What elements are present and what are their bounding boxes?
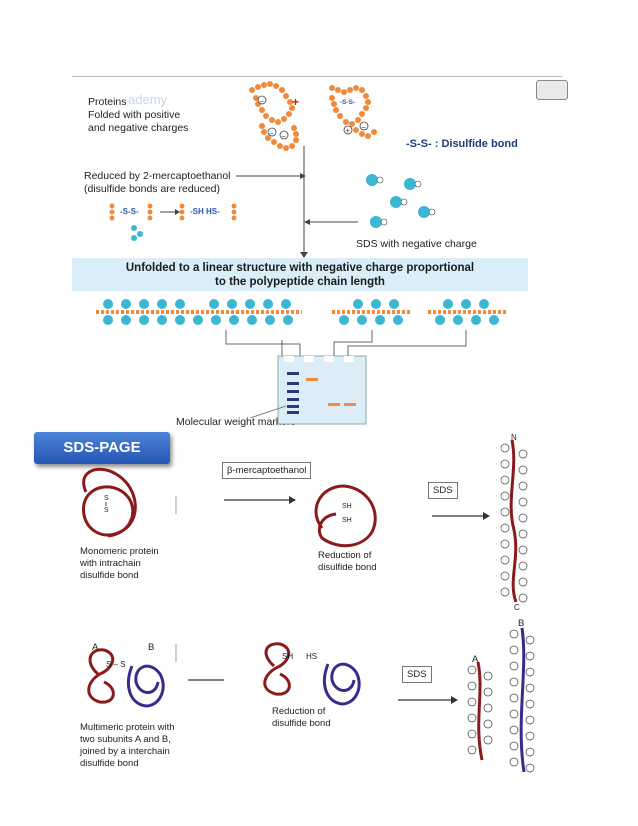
banner-line-1: Unfolded to a linear structure with nega… <box>125 262 475 274</box>
sds-linear-chain-monomer <box>509 439 518 603</box>
sds-label: SDS with negative charge <box>356 238 477 250</box>
monomer-label-1: Monomeric protein <box>80 546 159 557</box>
bottom-diagram-graphics: S S SH SH N C <box>82 433 535 773</box>
top-diagram-graphics: + – – – -S-S- + – <box>96 81 506 425</box>
subunit-a-coil <box>87 648 115 704</box>
reduction-right-text: -SH HS- <box>190 207 220 216</box>
beta-mercaptoethanol-callout: β-mercaptoethanol <box>222 462 312 479</box>
watermark-text: ademy <box>128 92 168 107</box>
reduction-label-1: Reduction of <box>318 550 372 561</box>
end-c-label: C <box>514 603 520 612</box>
sds-charges-b <box>509 629 535 773</box>
reduced-sh-left: SH <box>282 652 294 661</box>
subunit-b-coil <box>127 664 165 708</box>
multimer-label-3: joined by a interchain <box>80 746 170 757</box>
subunit-a-label: A <box>92 642 99 653</box>
reduction-label-multi-1: Reduction of <box>272 706 326 717</box>
folded-protein-2 <box>329 85 377 139</box>
monomer-label-3: disulfide bond <box>80 570 139 581</box>
sds-charges-a <box>467 665 493 755</box>
reduction-left-text: -S-S- <box>120 207 139 216</box>
reduced-subunit-a <box>263 642 291 696</box>
chain-b-label: B <box>518 618 525 629</box>
reduction-label-multi-2: disulfide bond <box>272 718 331 729</box>
multimer-label-2: two subunits A and B, <box>80 734 171 745</box>
reduced-sh-1: SH <box>342 503 352 510</box>
plus-charge-icon: + <box>292 95 299 109</box>
banner-line-2: to the polypeptide chain length <box>215 276 385 288</box>
proteins-label-2: Folded with positive <box>88 109 181 121</box>
reduced-label-1: Reduced by 2-mercaptoethanol <box>84 170 231 182</box>
folded-protein-1 <box>249 81 299 151</box>
monomer-protein-coil <box>82 467 137 538</box>
chain-a-label: A <box>472 654 479 665</box>
reduced-hs-right: HS <box>306 652 318 661</box>
mercaptoethanol-icon <box>131 225 143 241</box>
sds-charges-monomer <box>500 443 528 603</box>
markers-label: Molecular weight markers <box>176 416 296 428</box>
gel-box <box>277 355 367 425</box>
svg-text:–: – <box>260 98 264 105</box>
reduction-label-2: disulfide bond <box>318 562 377 573</box>
subunit-b-label: B <box>148 642 155 653</box>
svg-text:+: + <box>346 128 350 135</box>
multimer-label-4: disulfide bond <box>80 758 139 769</box>
multimer-label-1: Multimeric protein with <box>80 722 175 733</box>
sds-linear-chain-b <box>519 627 526 773</box>
proteins-label-3: and negative charges <box>88 122 189 134</box>
svg-text:-S-S-: -S-S- <box>340 99 355 106</box>
reduced-subunit-b <box>323 662 361 706</box>
sds-page-badge: SDS-PAGE <box>34 432 170 464</box>
sds-callout-1: SDS <box>428 482 458 499</box>
svg-text:–: – <box>270 130 274 137</box>
top-divider-line <box>72 76 562 77</box>
reduced-monomer-coil <box>314 484 377 548</box>
unfolded-banner: Unfolded to a linear structure with nega… <box>72 258 528 291</box>
interchain-bond-label: S – S <box>106 660 126 669</box>
monomer-label-2: with intrachain <box>80 558 141 569</box>
bond-s2: S <box>104 507 109 514</box>
sds-callout-2: SDS <box>402 666 432 683</box>
svg-text:–: – <box>362 124 366 131</box>
end-n-label: N <box>511 433 517 442</box>
svg-text:–: – <box>282 133 286 140</box>
sds-linear-chain-a <box>476 661 484 761</box>
reduced-label-2: (disulfide bonds are reduced) <box>84 183 220 195</box>
bond-s1: S <box>104 495 109 502</box>
sds-molecules-cluster <box>366 174 436 228</box>
corner-box <box>536 80 568 100</box>
proteins-label-1: Proteins <box>88 96 127 108</box>
disulfide-legend: -S-S- : Disulfide bond <box>406 138 518 150</box>
reduced-sh-2: SH <box>342 517 352 524</box>
